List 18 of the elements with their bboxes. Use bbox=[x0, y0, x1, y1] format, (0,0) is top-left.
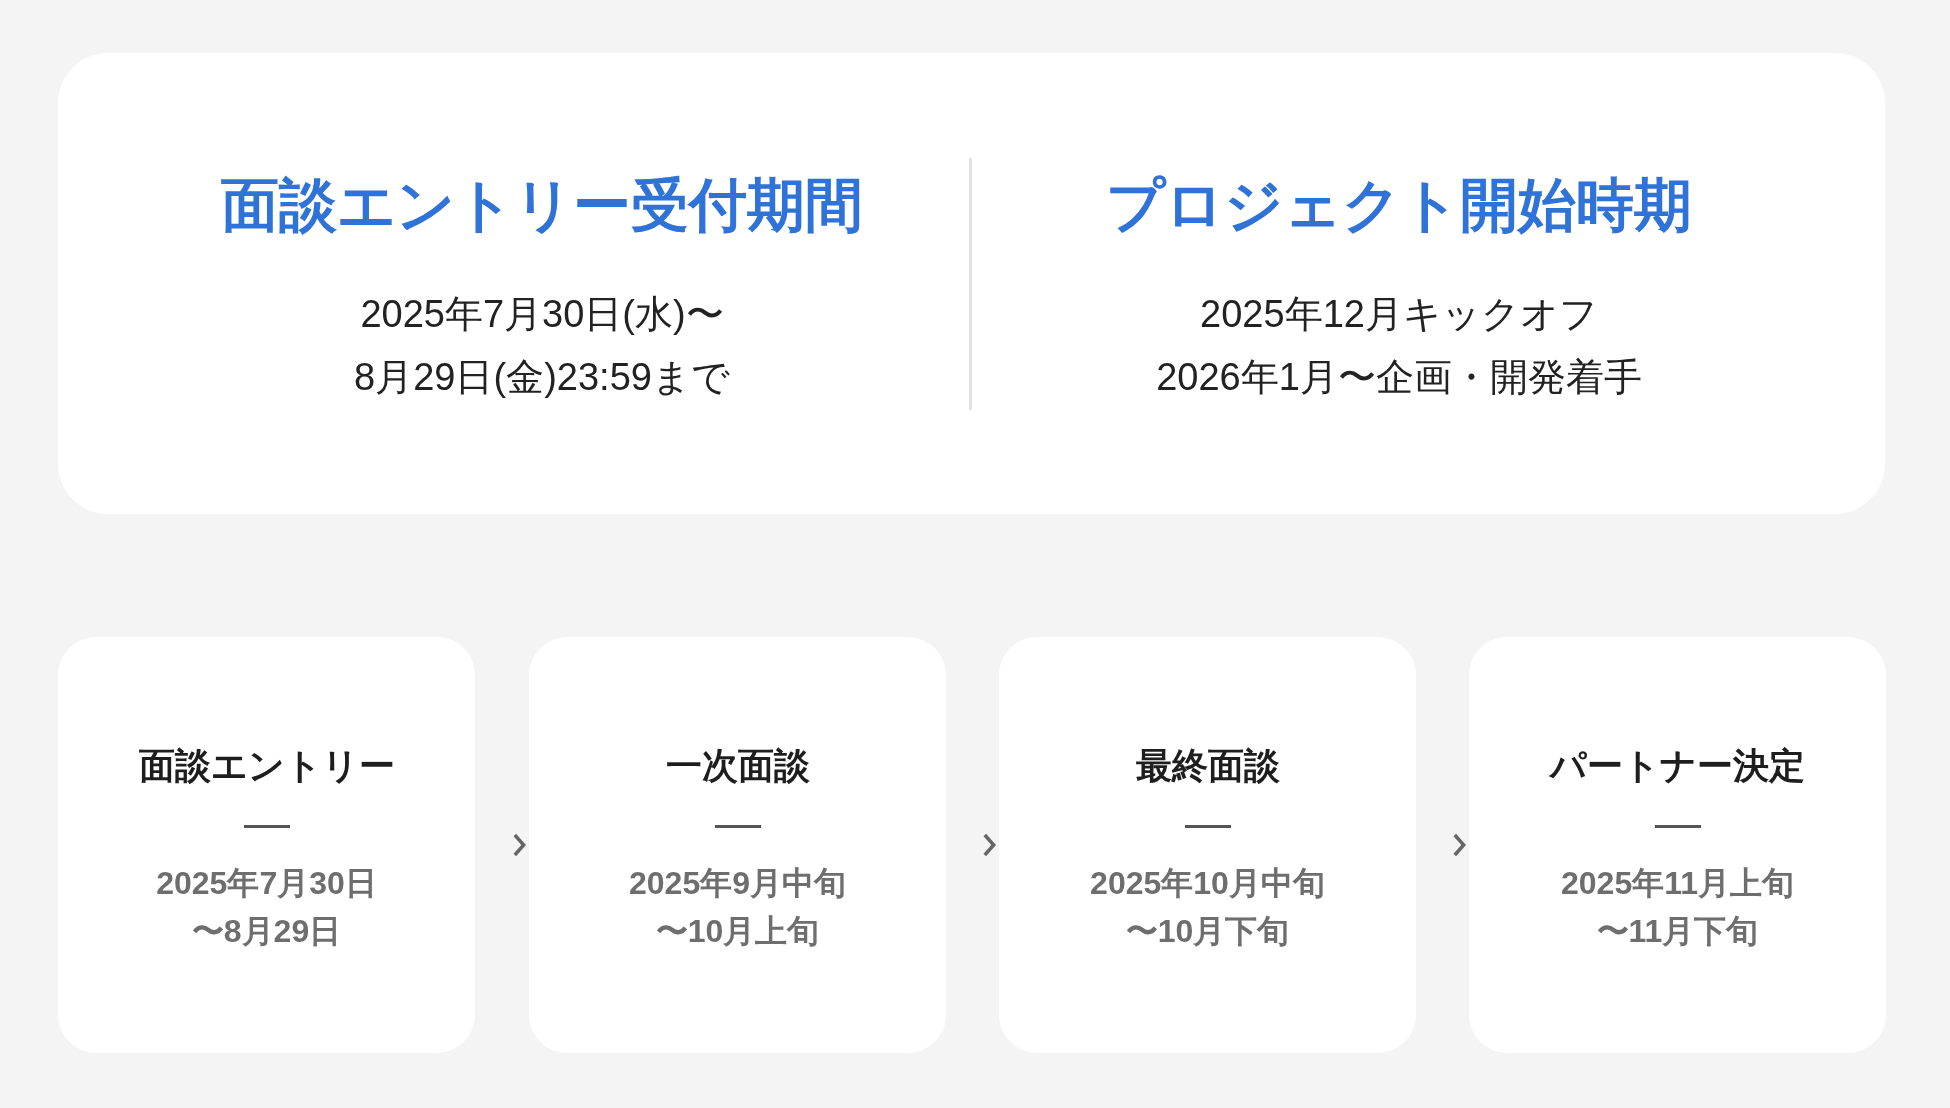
date-range-text: 2025年7月30日〜8月29日 bbox=[156, 863, 377, 951]
date-range-text: 2025年9月中旬〜10月上旬 bbox=[629, 863, 846, 951]
step-card bbox=[1469, 637, 1886, 1053]
step-title: 一次面談 bbox=[665, 743, 810, 788]
info-card bbox=[58, 53, 1885, 514]
step-title: 面談エントリー bbox=[138, 743, 395, 788]
step-title: 最終面談 bbox=[1135, 743, 1280, 788]
step-card bbox=[58, 637, 475, 1053]
step-card bbox=[529, 637, 946, 1053]
step-title: パートナー決定 bbox=[1550, 743, 1805, 788]
date-range-text: 2025年11月上旬〜11月下旬 bbox=[1561, 863, 1794, 951]
schedule-text: 2026年1月〜企画・開発着手 bbox=[1156, 355, 1642, 400]
date-range-text: 2025年10月中旬〜10月下旬 bbox=[1090, 863, 1325, 951]
schedule-text: 2025年7月30日(水)〜8月29日(金)23:59まで bbox=[354, 292, 730, 400]
step-card bbox=[999, 637, 1416, 1053]
section-heading: プロジェクト開始時期 bbox=[1106, 171, 1692, 239]
section-heading: 面談エントリー受付期間 bbox=[221, 171, 863, 239]
schedule-text: 2025年12月キックオフ bbox=[1200, 292, 1598, 337]
